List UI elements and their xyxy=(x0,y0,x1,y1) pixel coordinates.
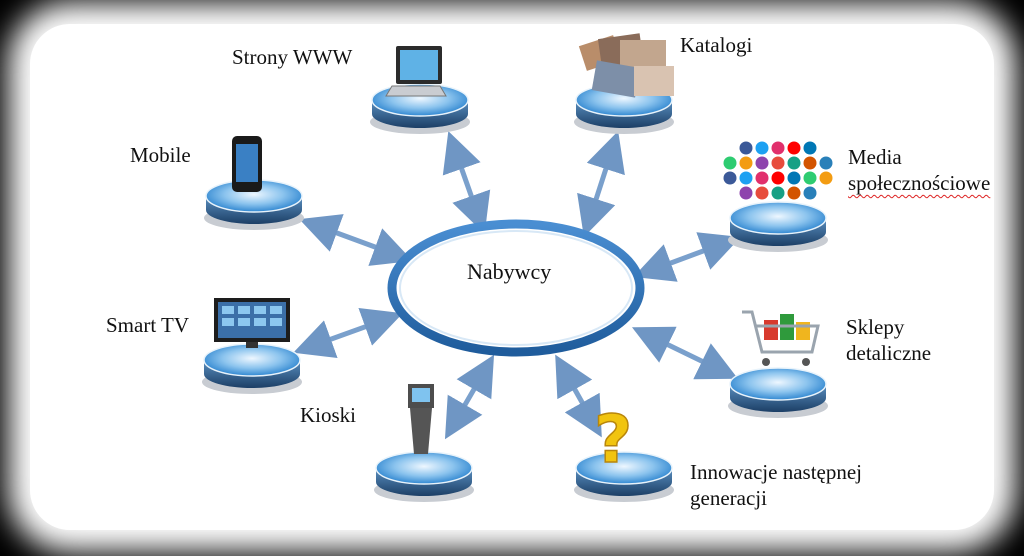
laptop-icon xyxy=(386,46,446,96)
disc-kioski xyxy=(374,452,474,502)
social-app-bubble xyxy=(740,172,753,185)
social-app-bubble xyxy=(740,142,753,155)
arrow-media xyxy=(652,244,722,270)
arrow-strony-www xyxy=(455,150,478,215)
catalog-collage-icon xyxy=(579,33,674,97)
label-katalogi: Katalogi xyxy=(680,32,752,58)
smartphone-icon xyxy=(232,136,262,192)
social-app-bubble xyxy=(804,157,817,170)
social-app-bubble xyxy=(772,142,785,155)
social-app-bubble xyxy=(788,172,801,185)
social-app-bubble xyxy=(740,157,753,170)
social-app-bubble xyxy=(820,172,833,185)
social-app-bubble xyxy=(804,187,817,200)
label-smart-tv: Smart TV xyxy=(106,312,189,338)
disc-smart-tv xyxy=(202,344,302,394)
label-sklepy: Sklepy detaliczne xyxy=(846,314,931,366)
social-app-bubble xyxy=(788,142,801,155)
tv-icon xyxy=(214,298,290,348)
social-app-bubble xyxy=(772,187,785,200)
disc-media xyxy=(728,202,828,252)
label-kioski: Kioski xyxy=(300,402,356,428)
arrow-smart-tv xyxy=(312,320,384,346)
social-app-bubble xyxy=(788,187,801,200)
disc-sklepy xyxy=(728,368,828,418)
arrow-mobile xyxy=(318,226,394,254)
label-mobile: Mobile xyxy=(130,142,191,168)
social-app-bubble xyxy=(772,157,785,170)
center-ellipse xyxy=(392,224,640,352)
social-app-bubble xyxy=(756,157,769,170)
social-app-bubble xyxy=(756,187,769,200)
question-mark-icon: ? xyxy=(594,401,632,478)
label-sklepy-line2: detaliczne xyxy=(846,340,931,366)
social-app-bubble xyxy=(804,142,817,155)
social-app-bubble xyxy=(788,157,801,170)
label-media: Media społecznościowe xyxy=(848,144,990,196)
arrow-kioski xyxy=(455,372,484,422)
social-app-bubble xyxy=(756,172,769,185)
label-innowacje-line1: Innowacje następnej xyxy=(690,459,862,485)
social-app-bubble xyxy=(804,172,817,185)
social-app-bubble xyxy=(724,172,737,185)
social-app-bubble xyxy=(772,172,785,185)
svg-text:?: ? xyxy=(594,401,632,478)
social-app-bubble xyxy=(724,157,737,170)
center-label: Nabywcy xyxy=(467,259,551,285)
label-innowacje-line2: generacji xyxy=(690,485,862,511)
kiosk-icon xyxy=(408,384,434,454)
social-app-bubble xyxy=(820,157,833,170)
social-media-cloud-icon xyxy=(724,142,833,200)
arrow-innowacje xyxy=(565,372,592,420)
label-media-line1: Media xyxy=(848,144,990,170)
label-innowacje: Innowacje następnej generacji xyxy=(690,459,862,511)
label-media-line2: społecznościowe xyxy=(848,170,990,196)
arrow-sklepy xyxy=(650,336,720,370)
arrow-katalogi xyxy=(590,150,612,218)
social-app-bubble xyxy=(756,142,769,155)
social-app-bubble xyxy=(740,187,753,200)
shopping-cart-icon xyxy=(742,312,818,366)
label-strony-www: Strony WWW xyxy=(232,44,352,70)
label-sklepy-line1: Sklepy xyxy=(846,314,931,340)
